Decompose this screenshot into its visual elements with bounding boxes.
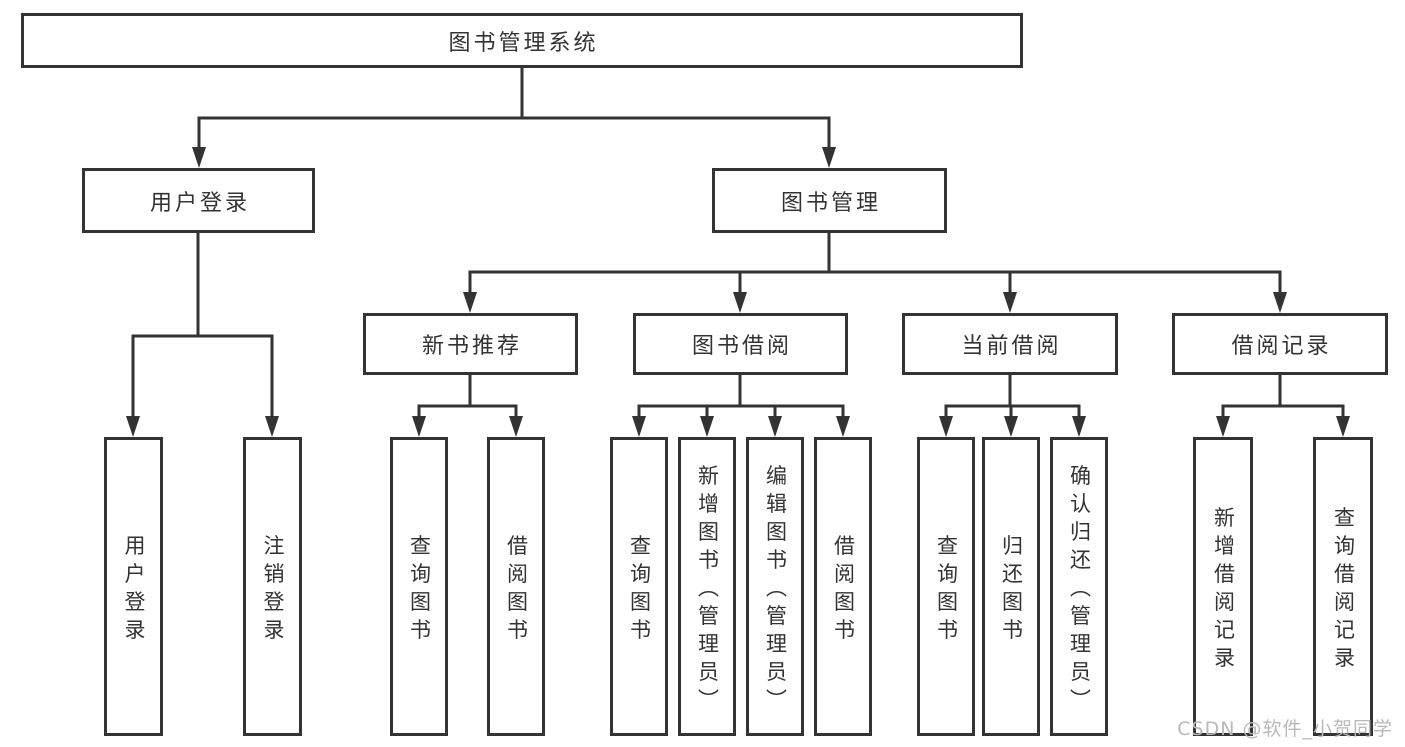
leaf-label: 归还图书 xyxy=(999,534,1024,646)
node-new-book-recommend: 新书推荐 xyxy=(363,313,578,375)
leaf-label: 查询图书 xyxy=(934,534,959,646)
leaf-confirm-return-admin: 确认归还（管理员） xyxy=(1050,437,1108,736)
leaf-query-borrow-record: 查询借阅记录 xyxy=(1313,437,1373,736)
node-label: 图书管理 xyxy=(780,190,881,216)
leaf-label: 借阅图书 xyxy=(831,534,856,646)
node-label: 图书管理系统 xyxy=(448,30,599,56)
leaf-label: 新增图书（管理员） xyxy=(695,464,720,716)
node-library-management-system: 图书管理系统 xyxy=(21,13,1023,68)
node-borrowing-records: 借阅记录 xyxy=(1172,313,1388,375)
node-label: 借阅记录 xyxy=(1231,334,1332,359)
connector-book-borrow-to-leaves xyxy=(632,375,850,437)
connector-root-to-level2 xyxy=(192,68,836,168)
leaf-label: 注销登录 xyxy=(261,534,285,646)
leaf-label: 新增借阅记录 xyxy=(1211,506,1236,674)
leaf-query-books-borrow: 查询图书 xyxy=(610,437,668,736)
node-label: 当前借阅 xyxy=(961,334,1062,359)
leaf-label: 查询借阅记录 xyxy=(1331,506,1356,674)
leaf-label: 编辑图书（管理员） xyxy=(763,464,788,716)
leaf-label: 确认归还（管理员） xyxy=(1067,464,1092,716)
node-user-login: 用户登录 xyxy=(82,168,315,233)
csdn-watermark: CSDN @软件_小贺同学 xyxy=(1177,718,1393,740)
connector-new-book-to-leaves xyxy=(412,375,523,437)
leaf-label: 查询图书 xyxy=(407,534,432,646)
leaf-label: 查询图书 xyxy=(627,534,652,646)
node-book-borrowing: 图书借阅 xyxy=(633,313,848,375)
node-label: 用户登录 xyxy=(149,190,250,216)
node-book-management: 图书管理 xyxy=(712,168,947,233)
connector-borrow-record-to-leaves xyxy=(1216,375,1350,437)
leaf-borrow-books-recommend: 借阅图书 xyxy=(487,437,545,736)
leaf-query-books-recommend: 查询图书 xyxy=(390,437,448,736)
connector-current-borrow-to-leaves xyxy=(939,375,1086,437)
connector-book-mgmt-to-level3 xyxy=(463,233,1287,313)
node-current-borrowing: 当前借阅 xyxy=(902,313,1118,375)
leaf-return-books: 归还图书 xyxy=(982,437,1040,736)
connector-user-login-to-leaves xyxy=(126,233,279,437)
leaf-logout: 注销登录 xyxy=(243,437,302,736)
node-label: 图书借阅 xyxy=(691,334,792,359)
leaf-add-book-admin: 新增图书（管理员） xyxy=(678,437,736,736)
node-label: 新书推荐 xyxy=(421,334,522,359)
leaf-label: 用户登录 xyxy=(122,534,146,646)
leaf-query-books-current: 查询图书 xyxy=(917,437,975,736)
leaf-label: 借阅图书 xyxy=(504,534,529,646)
leaf-edit-book-admin: 编辑图书（管理员） xyxy=(746,437,804,736)
leaf-user-login: 用户登录 xyxy=(104,437,163,736)
leaf-add-borrow-record: 新增借阅记录 xyxy=(1193,437,1253,736)
leaf-borrow-books: 借阅图书 xyxy=(814,437,872,736)
